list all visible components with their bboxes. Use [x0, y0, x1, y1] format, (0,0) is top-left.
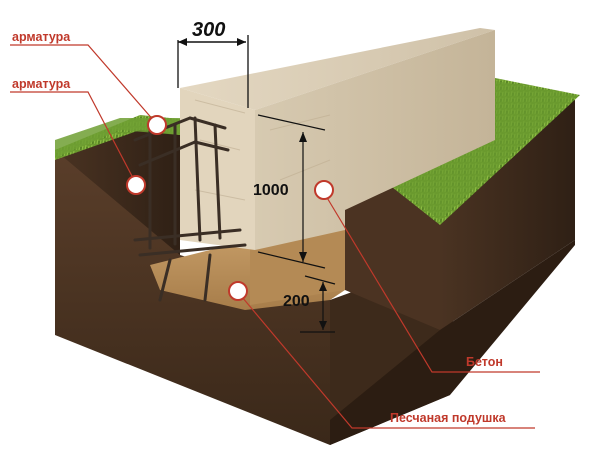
dimension-cushion-label: 200 — [283, 293, 310, 310]
rebar-bar — [138, 243, 247, 257]
dimension-width — [177, 35, 249, 108]
callout-marker — [228, 281, 248, 301]
rebar-bar — [133, 228, 242, 242]
dimension-width-label: 300 — [192, 19, 225, 41]
soil-block-right — [330, 95, 575, 445]
rebar-cage — [133, 116, 247, 302]
callout-concrete — [314, 180, 540, 373]
callout-marker — [314, 180, 334, 200]
dimension-cushion — [300, 275, 336, 333]
callout-sand — [228, 281, 535, 429]
dimension-height — [257, 114, 326, 269]
rebar-bar — [203, 253, 212, 302]
label-sand-cushion: Песчаная подушка — [390, 411, 507, 425]
callout-rebar-top — [10, 44, 167, 135]
label-rebar-second: арматура — [12, 77, 71, 91]
callout-rebar-second — [10, 91, 146, 195]
rebar-bar — [158, 258, 172, 302]
label-rebar-top: арматура — [12, 30, 71, 44]
rebar-bar — [193, 140, 230, 152]
label-concrete: Бетон — [466, 355, 503, 369]
rebar-bar — [188, 116, 227, 130]
callout-marker — [126, 175, 146, 195]
rebar-bar — [213, 123, 222, 240]
dimension-height-label: 1000 — [253, 182, 289, 199]
callout-marker — [147, 115, 167, 135]
rebar-bar — [193, 116, 202, 242]
